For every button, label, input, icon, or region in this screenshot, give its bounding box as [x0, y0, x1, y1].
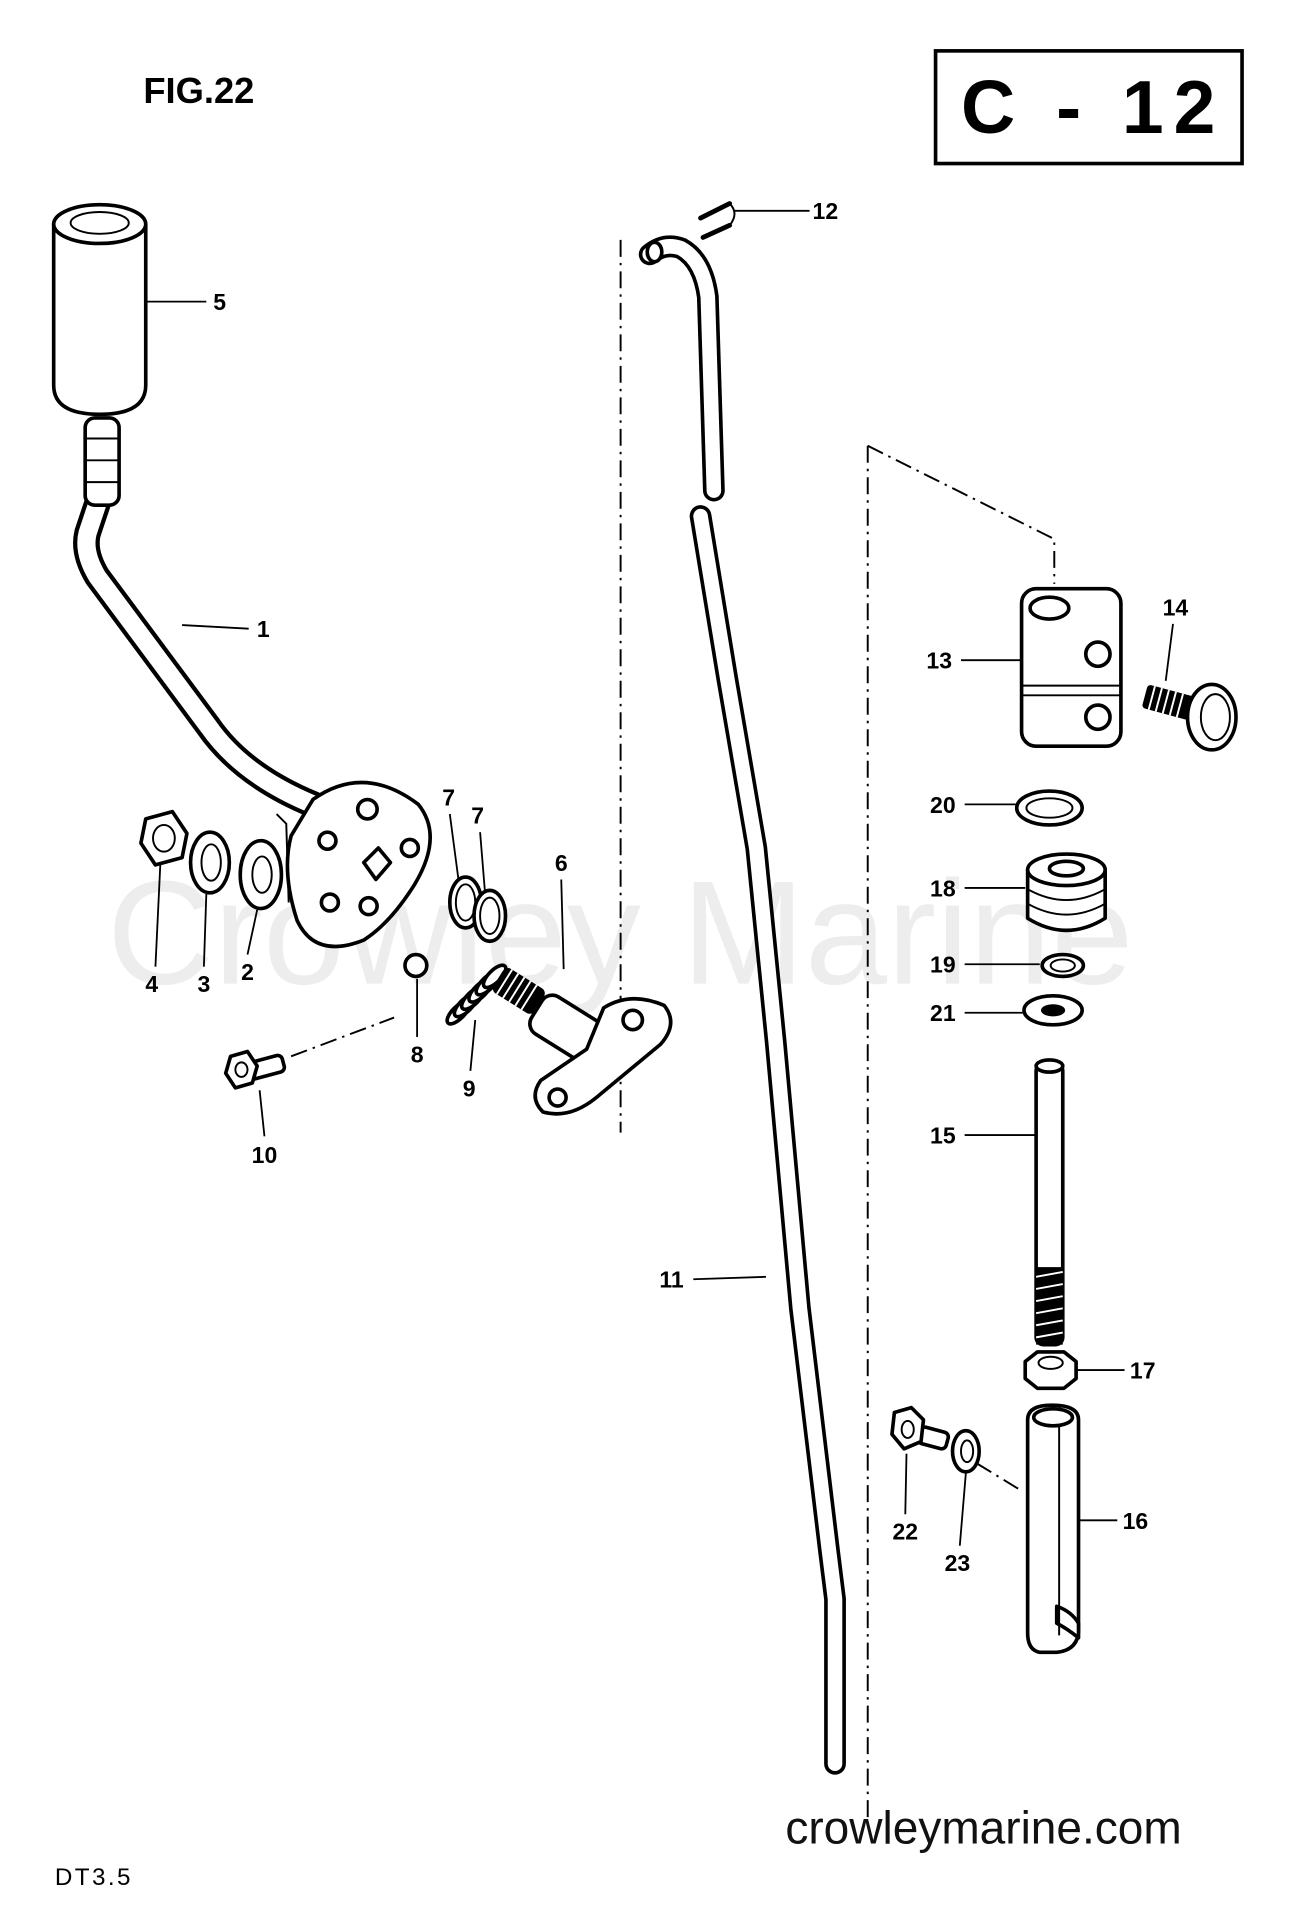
part-21-washer — [1022, 993, 1084, 1027]
callout-13: 13 — [926, 648, 952, 674]
callout-14: 14 — [1163, 594, 1189, 620]
callout-7b: 7 — [471, 803, 484, 829]
part-16-lower-rod — [1025, 1403, 1081, 1655]
part-23-washer — [950, 1428, 981, 1474]
part-14-bolt — [1142, 682, 1238, 752]
model-label: DT3.5 — [55, 1864, 133, 1891]
part-12-cotter-pin — [698, 201, 736, 240]
website-label: crowleymarine.com — [785, 1802, 1181, 1854]
part-19-washer — [1040, 952, 1086, 979]
part-6-shift-shaft — [492, 968, 673, 1116]
part-13-connector-block — [1019, 586, 1123, 749]
callout-2: 2 — [241, 959, 254, 985]
callout-9: 9 — [463, 1075, 476, 1101]
part-18-bushing — [1025, 852, 1107, 933]
callouts: 1 2 3 4 5 6 7 7 8 9 10 11 12 13 14 15 16… — [145, 198, 1188, 1576]
callout-17: 17 — [1130, 1358, 1156, 1384]
part-4-nut — [139, 809, 189, 867]
callout-1: 1 — [257, 616, 270, 642]
figure-label: FIG.22 — [143, 70, 254, 111]
part-1-shift-lever — [73, 416, 432, 949]
callout-5: 5 — [213, 289, 226, 315]
page-code-box: C - 12 — [933, 49, 1244, 166]
callout-20: 20 — [930, 792, 956, 818]
part-7-o-rings — [447, 875, 508, 944]
callout-4: 4 — [145, 971, 158, 997]
leader-lines — [146, 209, 1174, 1546]
part-22-screw — [890, 1405, 951, 1451]
callout-21: 21 — [930, 1000, 956, 1026]
callout-15: 15 — [930, 1123, 956, 1149]
callout-22: 22 — [892, 1519, 918, 1545]
callout-19: 19 — [930, 952, 956, 978]
callout-10: 10 — [252, 1142, 278, 1168]
callout-23: 23 — [945, 1550, 971, 1576]
part-3-lock-washer — [188, 830, 232, 895]
callout-18: 18 — [930, 875, 956, 901]
callout-11: 11 — [659, 1267, 684, 1293]
part-17-nut — [1023, 1350, 1078, 1391]
part-11-shift-rod — [638, 235, 846, 1775]
part-20-washer — [1014, 789, 1084, 827]
part-5-knob — [51, 202, 148, 417]
callout-8: 8 — [411, 1041, 424, 1067]
part-10-screw — [223, 1049, 287, 1090]
callout-12: 12 — [813, 198, 839, 224]
callout-6: 6 — [555, 850, 568, 876]
part-15-rod — [1034, 1058, 1065, 1347]
callout-16: 16 — [1123, 1508, 1149, 1534]
part-8-ball — [403, 952, 429, 979]
callout-3: 3 — [197, 971, 210, 997]
part-2-washer — [238, 838, 284, 911]
callout-7a: 7 — [442, 785, 455, 811]
